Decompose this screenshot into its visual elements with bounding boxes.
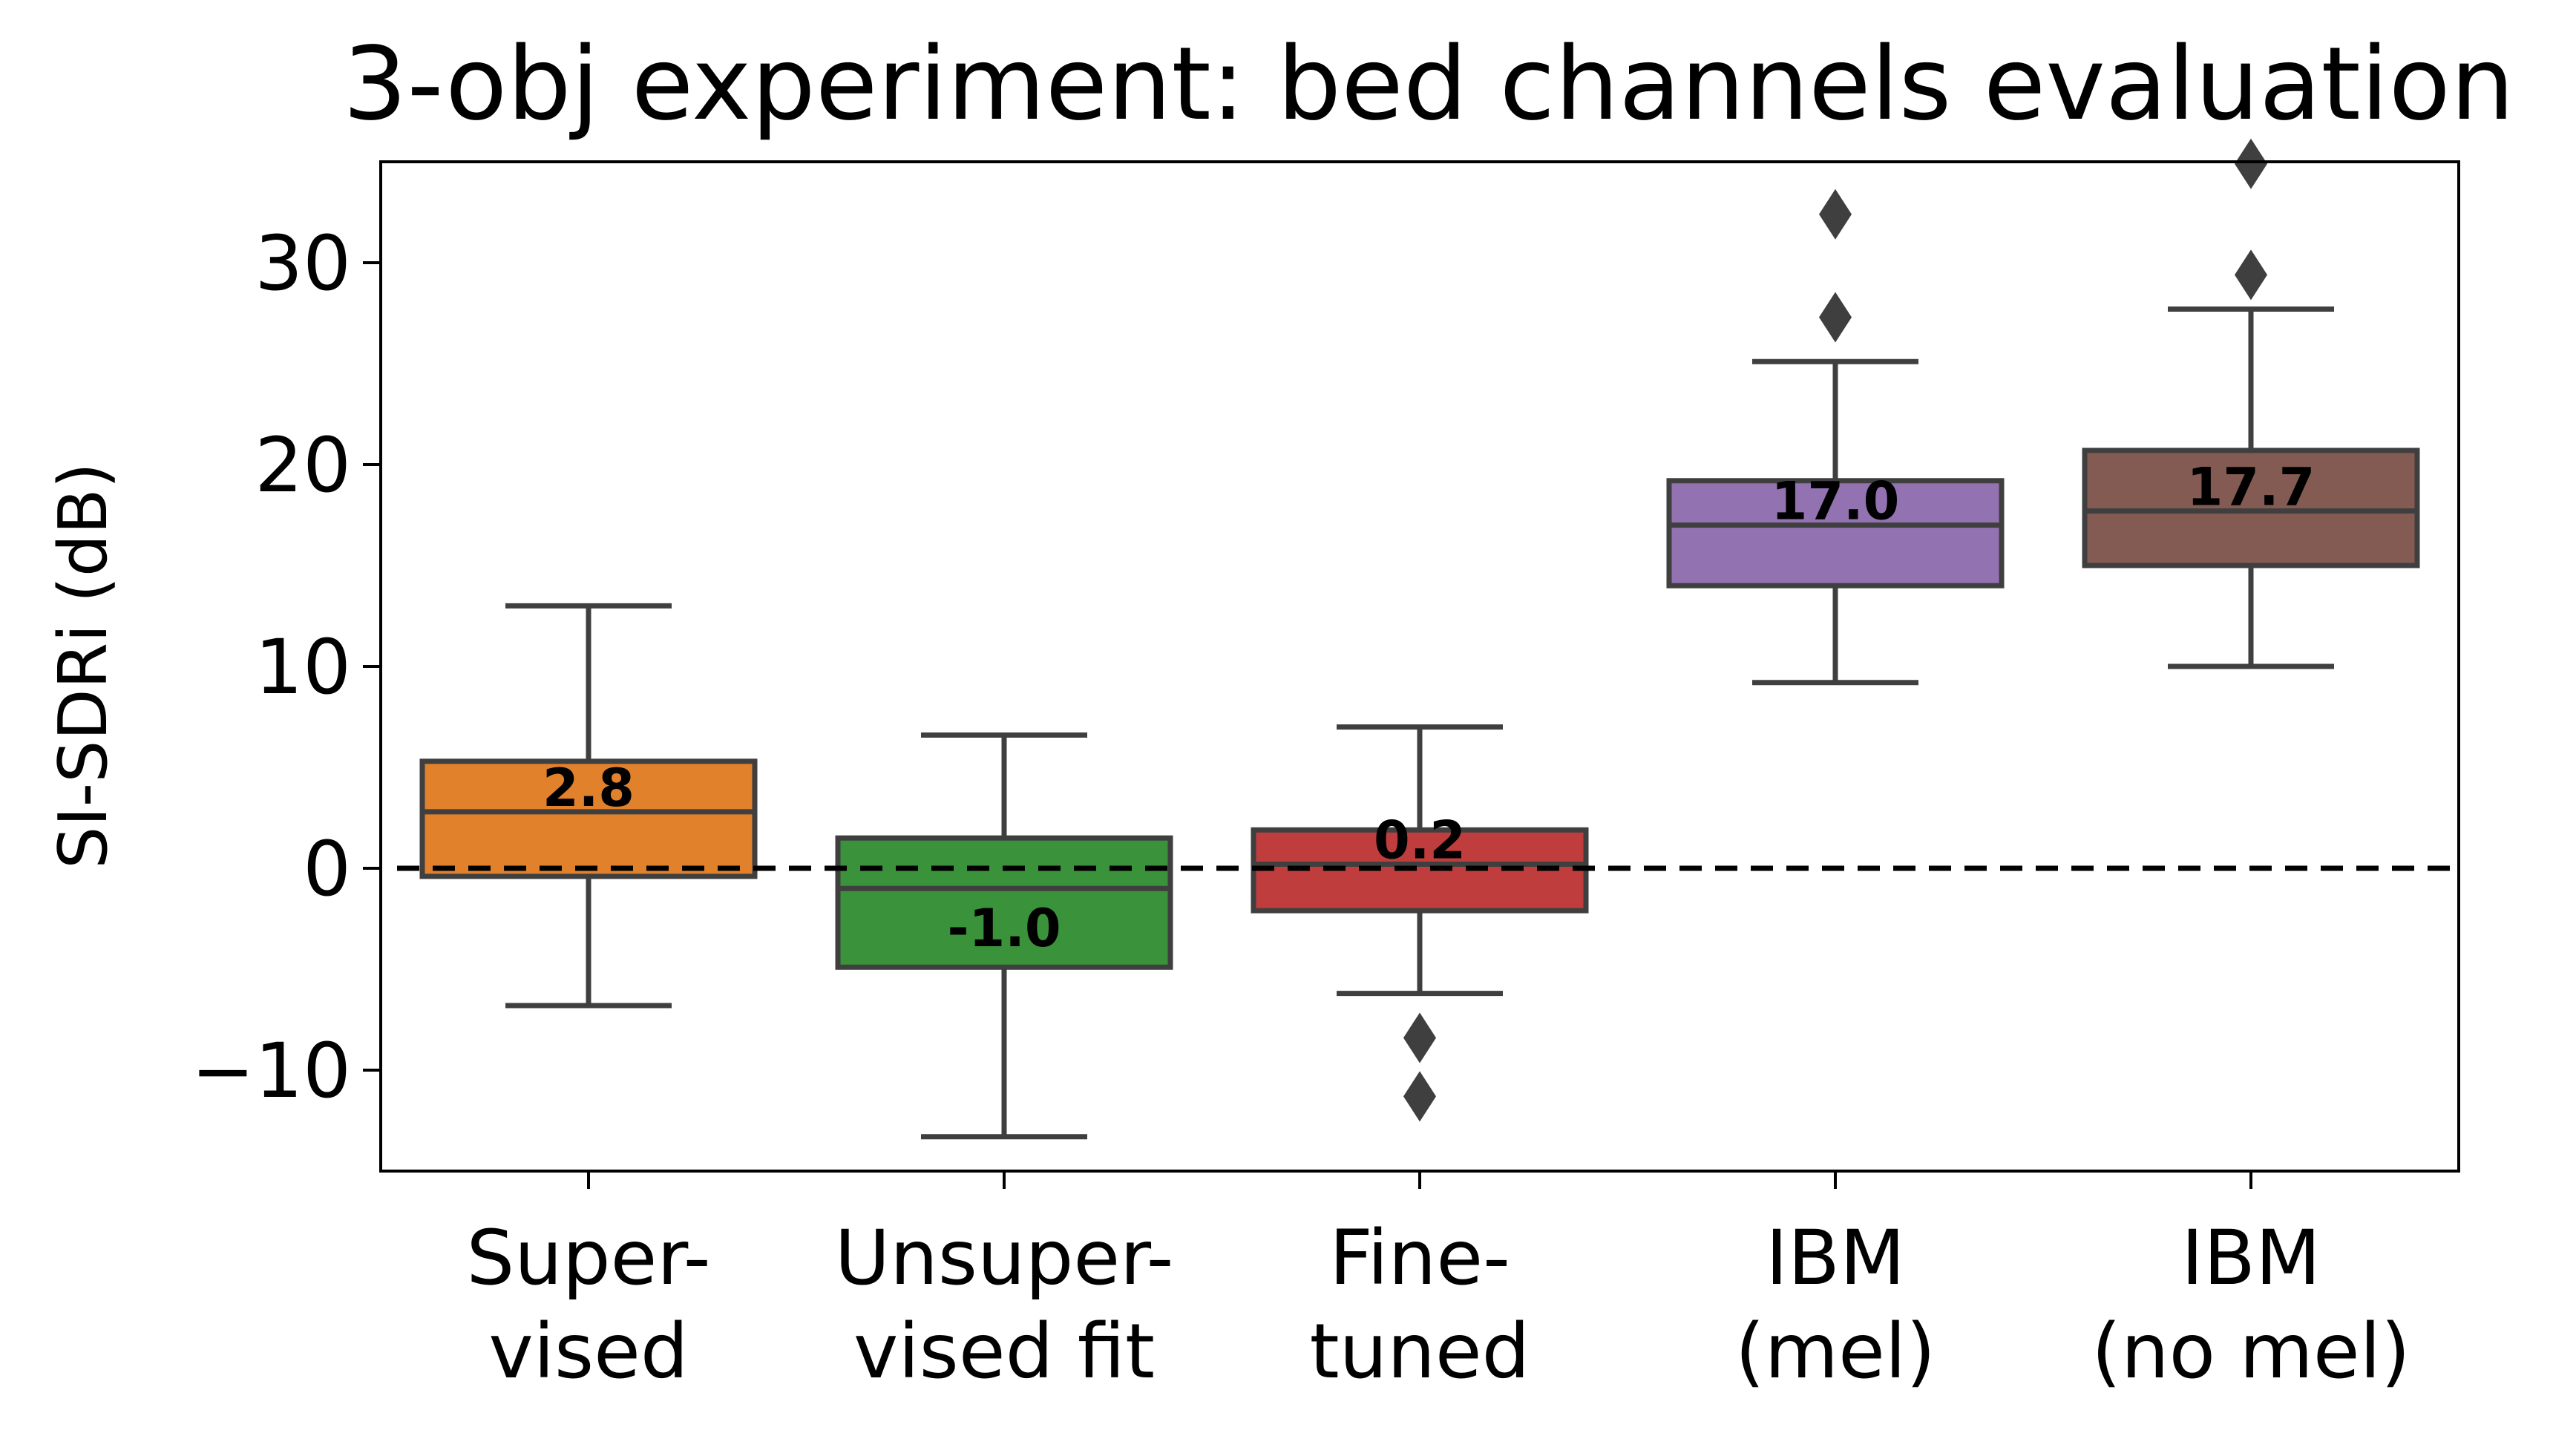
box-iqr (1666, 478, 2005, 589)
outlier-point (1819, 188, 1852, 240)
y-tick-label: 30 (255, 220, 351, 308)
chart-title: 3-obj experiment: bed channels evaluatio… (343, 26, 2514, 143)
x-tick-label-line: vised fit (853, 1308, 1155, 1396)
outlier-point (1819, 292, 1852, 343)
x-tick-label: IBM(mel) (1735, 1214, 1936, 1396)
median-value-label: 17.7 (2187, 457, 2316, 518)
median-value-label: 17.0 (1772, 471, 1900, 532)
x-tick-label: Unsuper-vised fit (835, 1214, 1174, 1396)
x-tick-label-line: Unsuper- (835, 1214, 1174, 1302)
y-axis-label: SI-SDRi (dB) (45, 462, 122, 869)
median-value-label: 2.8 (543, 758, 635, 819)
x-tick-label: Fine-tuned (1310, 1214, 1530, 1396)
x-tick-label-line: (no mel) (2091, 1308, 2411, 1396)
x-tick-label-line: tuned (1310, 1308, 1530, 1396)
x-tick-label: IBM(no mel) (2091, 1214, 2411, 1396)
outlier-point (1403, 1012, 1436, 1063)
outlier-point (2235, 249, 2267, 301)
y-tick-label: 0 (303, 825, 351, 914)
x-tick-label: Super-vised (466, 1214, 710, 1396)
x-tick-label-line: (mel) (1735, 1308, 1936, 1396)
plot-frame (379, 160, 2460, 1173)
x-tick-label-line: vised (488, 1308, 688, 1396)
outlier-point (2235, 138, 2267, 189)
y-tick-label: 20 (255, 422, 351, 510)
outlier-point (1403, 1071, 1436, 1122)
x-tick-label-line: Super- (466, 1214, 710, 1302)
box-iqr (419, 758, 758, 879)
median-value-label: -1.0 (947, 898, 1061, 959)
box-iqr (835, 835, 1173, 970)
x-tick-label-line: Fine- (1329, 1214, 1510, 1302)
x-tick-label-line: IBM (2181, 1214, 2321, 1302)
median-value-label: 0.2 (1374, 810, 1466, 871)
x-tick-label-line: IBM (1766, 1214, 1905, 1302)
box-iqr (2082, 447, 2420, 568)
y-tick-label: −10 (191, 1027, 351, 1115)
y-tick-label: 10 (255, 623, 351, 712)
